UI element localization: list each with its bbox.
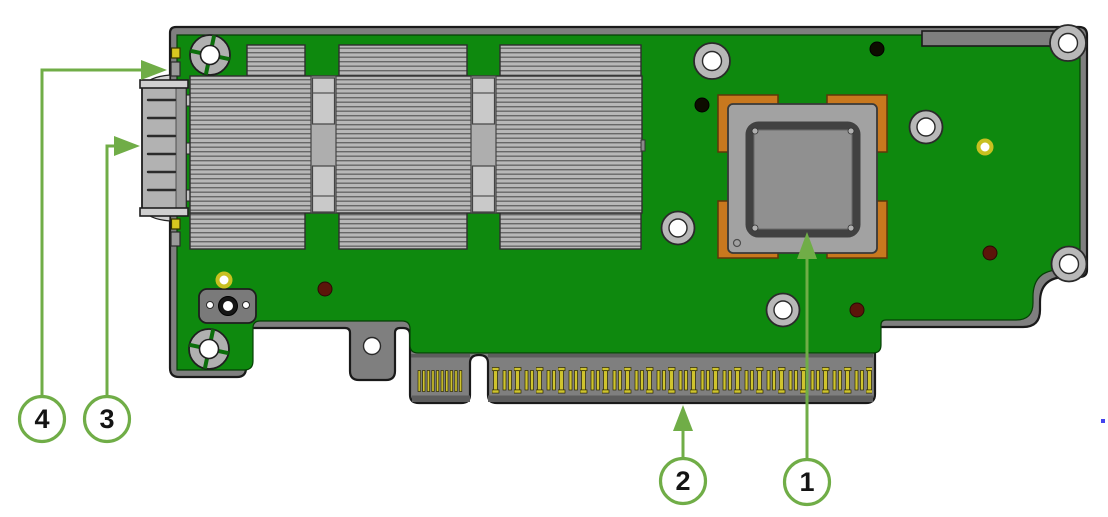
callout-1-label: 1	[799, 467, 814, 497]
callout-3-arrowhead	[114, 136, 140, 156]
callout-3-line	[105, 144, 118, 396]
screw-hole	[198, 338, 220, 360]
asic-chip	[717, 94, 888, 259]
heatsink-fin-block-bottom-1	[189, 212, 306, 250]
mounting-hole	[1049, 24, 1087, 62]
clip-tab-top	[311, 77, 336, 125]
cage-flange-top	[139, 79, 189, 89]
via-holes	[215, 138, 994, 289]
side-io-tabs	[170, 47, 181, 247]
cage-flange-bottom	[139, 207, 189, 217]
mounting-hole	[765, 292, 801, 328]
die-corner-bolt	[847, 224, 855, 232]
io-tab-yellow-top	[170, 47, 181, 59]
artifact-dot	[1101, 419, 1105, 423]
bracket-tab-hole	[362, 336, 382, 356]
callout-2-arrowhead	[673, 405, 693, 431]
edge-shadow-top-main	[488, 354, 873, 358]
clip-tab-bottom	[471, 165, 496, 213]
chip-pin1-marker	[732, 238, 742, 248]
mounting-hole	[660, 210, 696, 246]
heatsink-fin-block-top-3	[499, 44, 642, 77]
callout-4-label: 4	[34, 404, 49, 434]
qsfp-port-connector	[139, 74, 192, 222]
callout-4-circle	[17, 394, 67, 444]
callout-4-arrowhead	[141, 60, 167, 80]
heatsink-main-body	[189, 75, 643, 214]
callout-2: 2	[658, 405, 708, 506]
hole-center	[916, 117, 936, 137]
callout-3: 3	[82, 136, 140, 444]
chip-die	[753, 129, 853, 230]
heatsink-fin-block-bottom-3	[499, 212, 642, 250]
test-point-dot-maroon	[849, 302, 865, 318]
test-point-dot-maroon	[317, 281, 333, 297]
die-corner-bolt	[751, 224, 759, 232]
mounting-holes	[362, 24, 1088, 356]
io-tab-yellow-bottom	[170, 218, 181, 230]
edge-shadow-bottom-main	[488, 395, 873, 402]
hole-center	[362, 336, 382, 356]
heatsink-side-bump	[640, 139, 646, 152]
top-right-stiffener-bar	[921, 30, 1061, 47]
mounting-hole	[1050, 245, 1088, 283]
io-tab-gray-bottom	[170, 231, 181, 247]
heatsink-fin-block-bottom-2	[338, 212, 468, 250]
test-point-dot-maroon	[982, 245, 998, 261]
clip-tab-bottom	[311, 165, 336, 213]
callout-4: 4	[17, 60, 167, 444]
callout-3-label: 3	[99, 404, 114, 434]
io-tab-gray-top	[170, 61, 181, 77]
board-dots	[317, 41, 998, 318]
test-point-dot-black	[869, 41, 885, 57]
heatsink	[189, 44, 646, 250]
test-point-dot-black	[694, 97, 710, 113]
via-hole	[215, 271, 233, 289]
hole-center	[668, 218, 688, 238]
hole-center	[1058, 253, 1080, 275]
callout-1-circle	[782, 457, 832, 507]
bracket-mount-dot-right	[242, 301, 250, 309]
bracket-mount-dot-left	[206, 301, 214, 309]
bracket-mount-hole	[223, 301, 233, 311]
edge-shadow-bottom-left	[412, 395, 470, 402]
die-corner-bolt	[847, 127, 855, 135]
callout-1-arrowhead	[797, 232, 817, 259]
callout-1: 1	[782, 232, 832, 507]
alignment-screw-top	[189, 34, 231, 76]
hole-center	[1057, 32, 1079, 54]
callout-3-circle	[82, 394, 132, 444]
pcie-edge-connector	[411, 354, 873, 402]
hole-center	[701, 50, 723, 72]
screw-hole	[199, 44, 221, 66]
hole-center	[773, 300, 793, 320]
heatsink-retention-clip-right	[470, 75, 497, 214]
cage-back-column	[175, 87, 187, 209]
heatsink-fin-block-top-1	[246, 44, 306, 77]
mounting-hole	[908, 109, 944, 145]
gold-finger-pins-main	[492, 367, 872, 394]
via-hole	[976, 138, 994, 156]
bracket-mount	[198, 288, 257, 324]
clip-tab-top	[471, 77, 496, 125]
heatsink-fin-block-top-2	[338, 44, 468, 77]
gold-finger-pins-left	[417, 370, 463, 392]
callout-2-circle	[658, 456, 708, 506]
callout-2-label: 2	[675, 466, 690, 496]
heatsink-retention-clip-left	[310, 75, 337, 214]
mounting-hole	[693, 42, 731, 80]
alignment-screw-bottom	[188, 328, 230, 370]
edge-shadow-top-left	[411, 354, 470, 358]
die-corner-bolt	[751, 127, 759, 135]
callout-4-line	[40, 68, 145, 396]
